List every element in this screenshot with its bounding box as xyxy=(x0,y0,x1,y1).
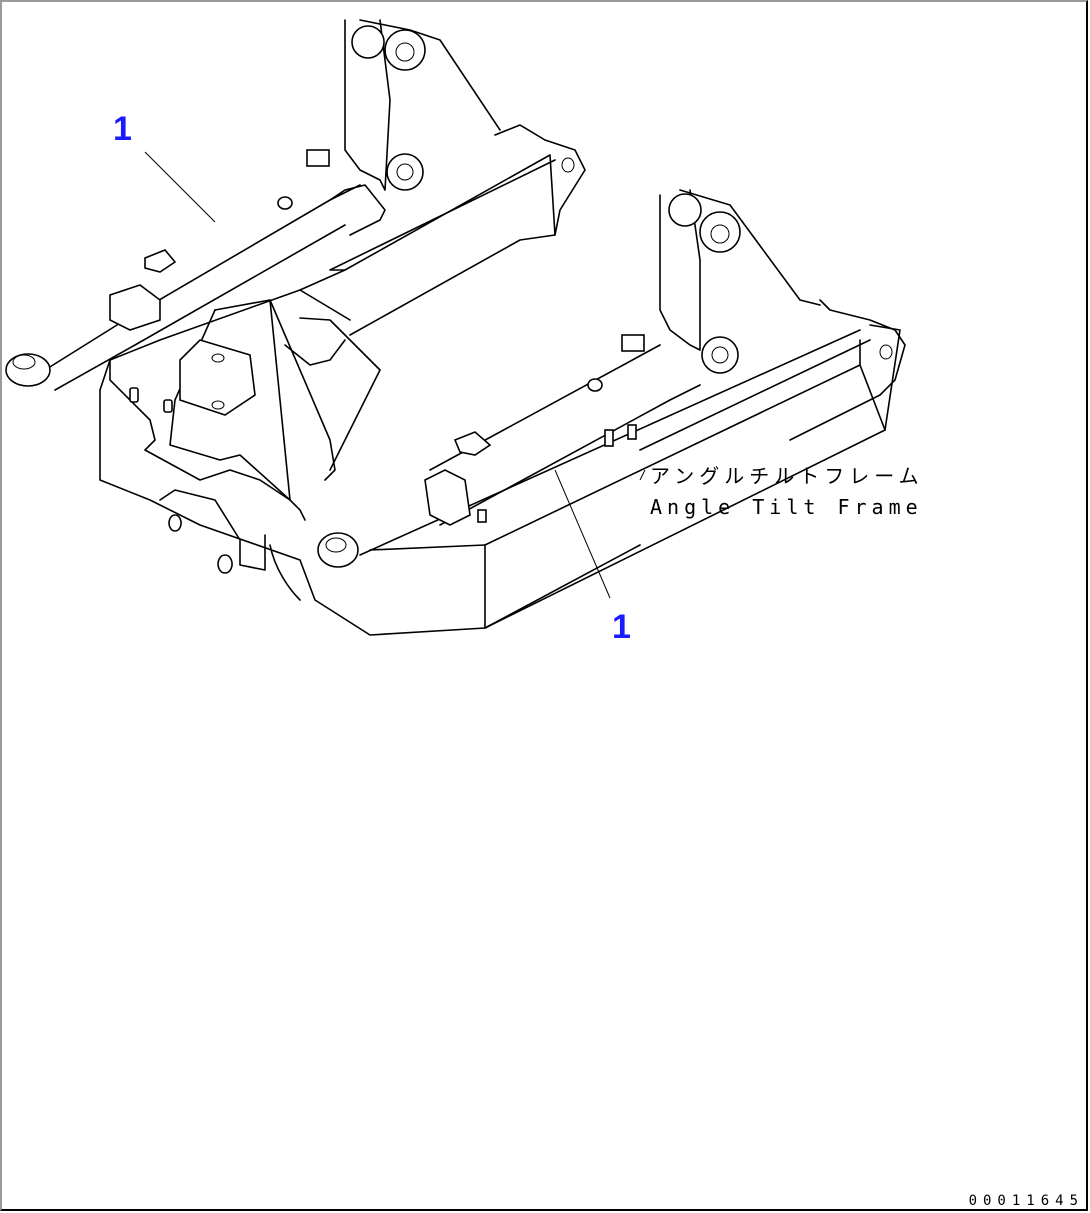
frame-body xyxy=(99,289,901,636)
document-number: 00011645 xyxy=(968,1193,1084,1209)
part-label-english: Angle Tilt Frame xyxy=(650,495,923,519)
callout-1-lower: 1 xyxy=(612,608,631,646)
part-label-japanese: アングルチルトフレーム xyxy=(650,464,924,488)
upper-cylinder-assembly xyxy=(5,19,586,391)
lower-cylinder-assembly xyxy=(317,189,906,599)
callout-1-upper: 1 xyxy=(113,110,132,148)
